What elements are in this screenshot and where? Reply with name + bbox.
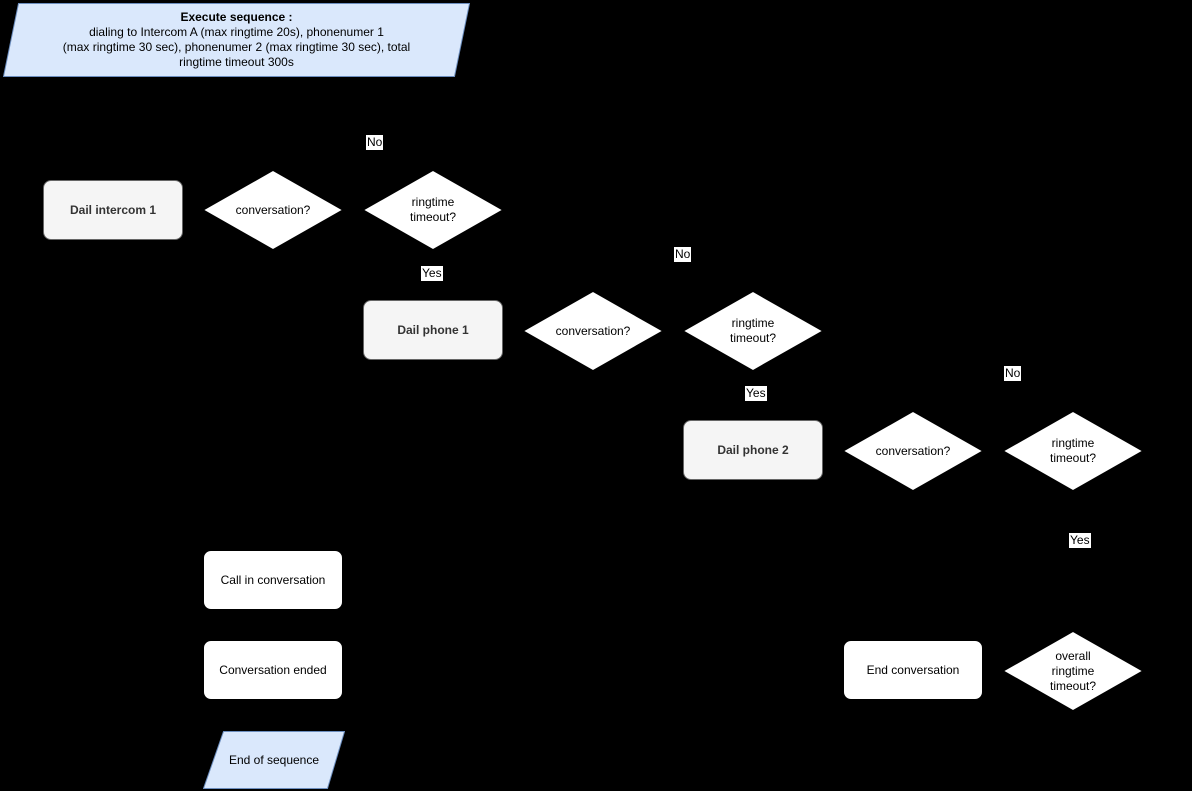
decision-conversation-3: conversation?: [843, 411, 983, 491]
edge-label-no-1: No: [366, 135, 384, 150]
edge-label-no-3: No: [1004, 366, 1022, 381]
edge-label-yes-3: Yes: [1069, 533, 1091, 548]
decision-conversation-1-label: conversation?: [235, 202, 311, 217]
decision-overall-ringtime-label: overall ringtime timeout?: [1049, 648, 1097, 693]
decision-overall-ringtime: overall ringtime timeout?: [1003, 631, 1143, 711]
parallelogram-shape: [3, 3, 470, 77]
diamond-shape: [363, 170, 503, 250]
start-text: Execute sequence : dialing to Intercom A…: [63, 10, 410, 70]
start-line-3: ringtime timeout 300s: [179, 55, 294, 69]
diamond-shape: [843, 411, 983, 491]
start-line-2: (max ringtime 30 sec), phonenumer 2 (max…: [62, 40, 411, 54]
decision-ringtime-2: ringtime timeout?: [683, 291, 823, 371]
decision-conversation-2: conversation?: [523, 291, 663, 371]
edge-label-yes-1: Yes: [421, 266, 443, 281]
end-parallelogram: End of sequence: [203, 731, 345, 789]
start-parallelogram: Execute sequence : dialing to Intercom A…: [3, 3, 470, 77]
state-end-conversation-label: End conversation: [866, 662, 960, 677]
decision-conversation-1: conversation?: [203, 170, 343, 250]
diamond-shape: [1003, 411, 1143, 491]
process-dail-phone-1: Dail phone 1: [363, 300, 503, 360]
diamond-shape: [1003, 631, 1143, 711]
decision-ringtime-1: ringtime timeout?: [363, 170, 503, 250]
state-conversation-ended: Conversation ended: [203, 640, 343, 700]
edge-label-yes-2: Yes: [745, 386, 767, 401]
decision-ringtime-3-label: ringtime timeout?: [1049, 436, 1097, 465]
process-dail-phone-2-label: Dail phone 2: [717, 442, 789, 457]
state-call-in-conversation: Call in conversation: [203, 550, 343, 610]
state-conversation-ended-label: Conversation ended: [219, 662, 327, 677]
end-label: End of sequence: [228, 752, 320, 767]
decision-ringtime-3: ringtime timeout?: [1003, 411, 1143, 491]
start-line-1: dialing to Intercom A (max ringtime 20s)…: [89, 25, 384, 39]
diamond-shape: [683, 291, 823, 371]
decision-ringtime-1-label: ringtime timeout?: [409, 195, 457, 224]
process-dail-intercom-1-label: Dail intercom 1: [69, 202, 157, 217]
start-title: Execute sequence :: [180, 10, 293, 24]
state-end-conversation: End conversation: [843, 640, 983, 700]
state-call-in-conversation-label: Call in conversation: [220, 572, 326, 587]
diamond-shape: [523, 291, 663, 371]
parallelogram-shape: [203, 731, 345, 789]
process-dail-intercom-1: Dail intercom 1: [43, 180, 183, 240]
process-dail-phone-1-label: Dail phone 1: [397, 322, 469, 337]
diamond-shape: [203, 170, 343, 250]
decision-conversation-3-label: conversation?: [875, 443, 951, 458]
decision-conversation-2-label: conversation?: [555, 323, 631, 338]
decision-ringtime-2-label: ringtime timeout?: [729, 316, 777, 345]
edge-label-no-2: No: [674, 247, 692, 262]
process-dail-phone-2: Dail phone 2: [683, 420, 823, 480]
